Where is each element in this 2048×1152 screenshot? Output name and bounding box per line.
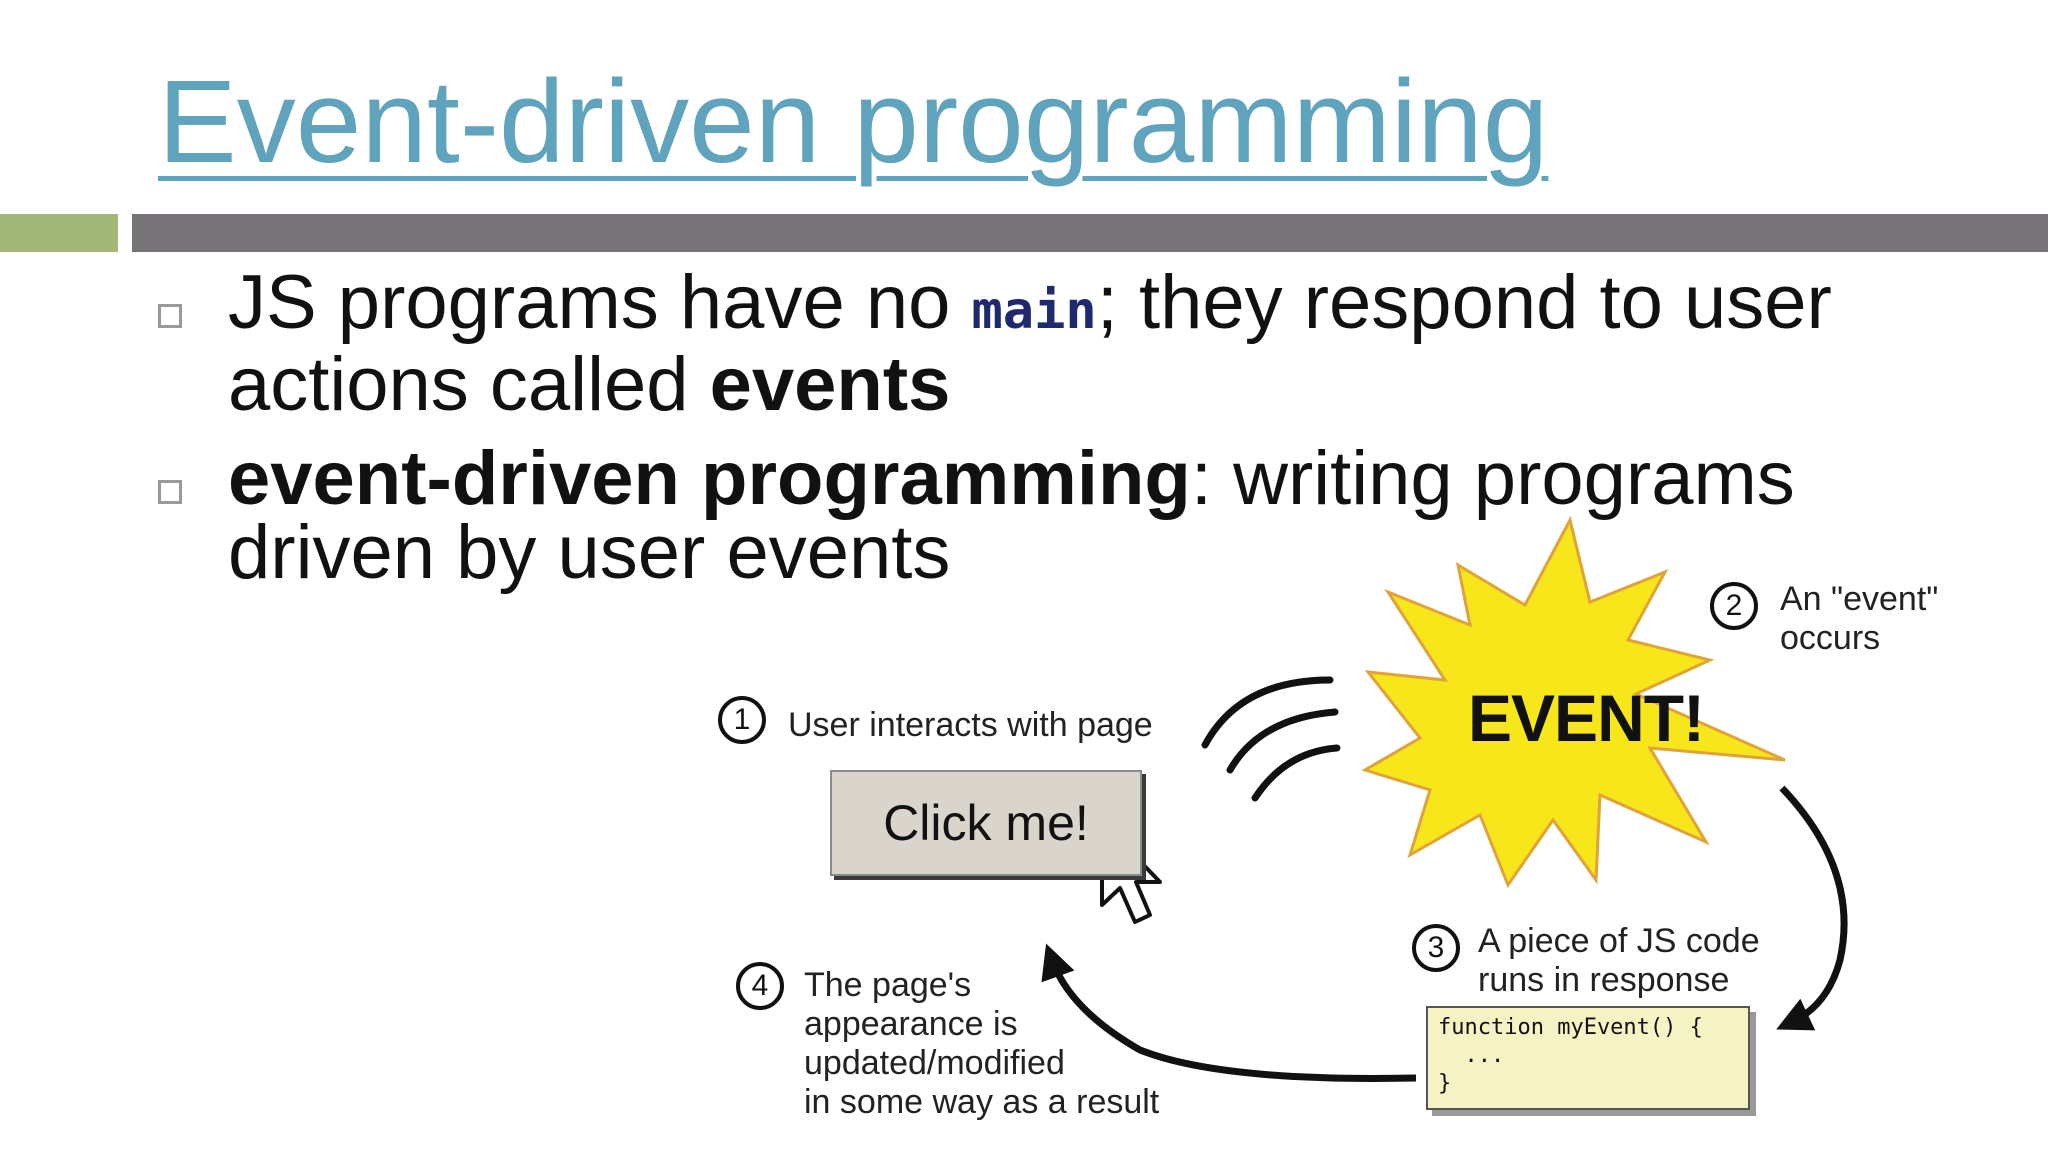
step-3-label: A piece of JS code runs in response	[1478, 922, 1760, 999]
bullet-item: event-driven programming: writing progra…	[158, 436, 2008, 595]
step-1-label: User interacts with page	[788, 706, 1153, 744]
event-label: EVENT!	[1468, 681, 1705, 755]
title-divider-bar	[132, 214, 2048, 252]
wave-arc-icon	[1201, 676, 1334, 749]
code-keyword: main	[971, 281, 1097, 341]
code-snippet: function myEvent() { ...}	[1426, 1006, 1750, 1110]
starburst-icon	[1361, 515, 1786, 889]
arrow-to-code-icon	[1776, 785, 1848, 1031]
slide-title[interactable]: Event-driven programming	[158, 56, 1549, 188]
step-3-number: 3	[1412, 924, 1460, 972]
bullet-list: JS programs have no main; they respond t…	[158, 260, 2008, 610]
bullet-text: event-driven programming: writing progra…	[228, 436, 1795, 595]
step-4-number: 4	[736, 962, 784, 1010]
bold-term: event-driven programming	[228, 436, 1191, 521]
step-4-label: The page's appearance is updated/modifie…	[804, 966, 1160, 1121]
title-accent-bar	[0, 214, 118, 252]
click-me-button[interactable]: Click me!	[830, 770, 1142, 876]
step-2-label: An "event" occurs	[1780, 580, 1939, 657]
bold-term: events	[709, 342, 951, 427]
bullet-text: JS programs have no main; they respond t…	[228, 260, 1832, 427]
step-2-number: 2	[1710, 582, 1758, 630]
wave-arc-icon	[1226, 708, 1339, 774]
square-bullet-icon	[158, 480, 182, 504]
step-1-number: 1	[718, 696, 766, 744]
wave-arc-icon	[1251, 744, 1341, 802]
bullet-item: JS programs have no main; they respond t…	[158, 260, 2008, 427]
square-bullet-icon	[158, 304, 182, 328]
arrow-to-page-icon	[1041, 943, 1417, 1082]
